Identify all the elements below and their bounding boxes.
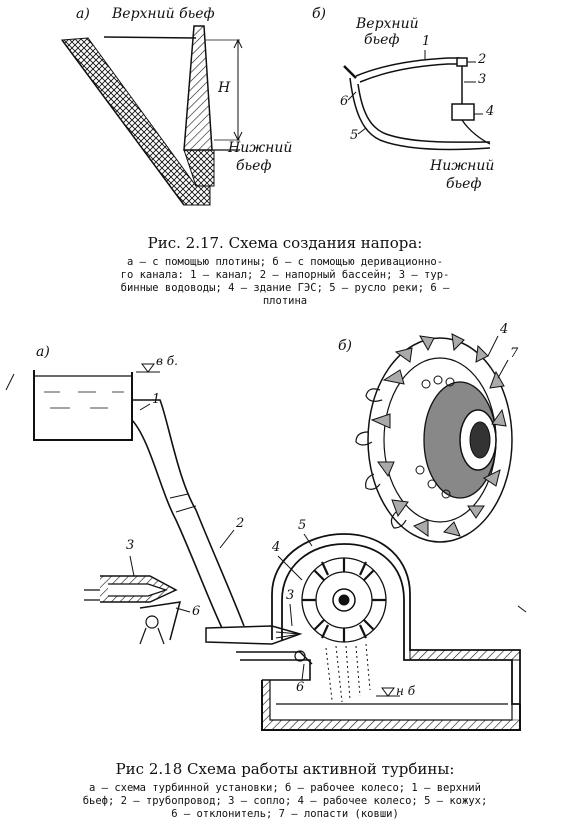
lower-pool-label-line1: Нижний — [228, 140, 293, 156]
fig217-caption-line: го канала: 1 — канал; 2 — напорный бассе… — [120, 269, 450, 281]
b-upper-pool-line2: бьеф — [364, 32, 400, 48]
fig217-caption-body: а — с помощью плотины; б — с помощью дер… — [0, 256, 570, 308]
fig217a-label: а) — [76, 6, 90, 22]
callout-2: 2 — [478, 52, 487, 67]
callout-1: 1 — [422, 34, 431, 49]
callout-5: 5 — [298, 518, 307, 533]
b-lower-pool-line1: Нижний — [430, 158, 495, 174]
fig218-caption-line: 6 — отклонитель; 7 — лопасти (ковши) — [171, 808, 399, 820]
callout-3: 3 — [286, 588, 295, 603]
callout-6: 6 — [192, 604, 201, 619]
callout-4: 4 — [272, 540, 281, 555]
fig218-caption-title: Рис 2.18 Схема работы активной турбины: — [115, 760, 455, 778]
callout-2: 2 — [236, 516, 245, 531]
b-lower-pool-line2: бьеф — [446, 176, 482, 192]
callout-4: 4 — [500, 322, 509, 337]
fig218-caption-body: а — схема турбинной установки; б — рабоч… — [0, 782, 570, 821]
fig217-caption-title: Рис. 2.17. Схема создания напора: — [147, 234, 423, 252]
upper-level-label: в б. — [156, 354, 178, 368]
callout-7: 7 — [510, 346, 519, 361]
fig217a-dam-scheme — [61, 25, 243, 206]
margin-mark — [5, 373, 15, 391]
b-upper-pool-line1: Верхний — [356, 16, 419, 32]
callout-4: 4 — [486, 104, 495, 119]
margin-mark — [517, 605, 527, 613]
fig218-caption-line: а — схема турбинной установки; б — рабоч… — [89, 782, 481, 794]
fig217-caption-line: а — с помощью плотины; б — с помощью дер… — [126, 256, 444, 268]
fig217b-derivation-scheme — [343, 50, 491, 151]
fig218b-label: б) — [338, 338, 353, 354]
fig217b-label: б) — [312, 6, 327, 22]
lower-level-label: н б — [396, 684, 416, 698]
fig217-caption-line: бинные водоводы; 4 — здание ГЭС; 5 — рус… — [120, 282, 450, 294]
fig218-caption-line: бьеф; 2 — трубопровод; 3 — сопло; 4 — ра… — [82, 795, 488, 807]
fig218a-label: а) — [36, 344, 50, 360]
upper-pool-label: Верхний бьеф — [112, 6, 215, 22]
fig218a-turbine-installation — [33, 363, 521, 731]
fig218b-pelton-runner — [355, 333, 513, 543]
callout-1: 1 — [152, 392, 161, 407]
fig217-caption-line: плотина — [262, 295, 308, 307]
callout-3: 3 — [478, 72, 487, 87]
callout-5: 5 — [350, 128, 359, 143]
head-label: Н — [218, 80, 231, 96]
callout-3: 3 — [126, 538, 135, 553]
lower-pool-label-line2: бьеф — [236, 158, 272, 174]
callout-6: 6 — [296, 680, 305, 695]
callout-6: 6 — [340, 94, 349, 109]
